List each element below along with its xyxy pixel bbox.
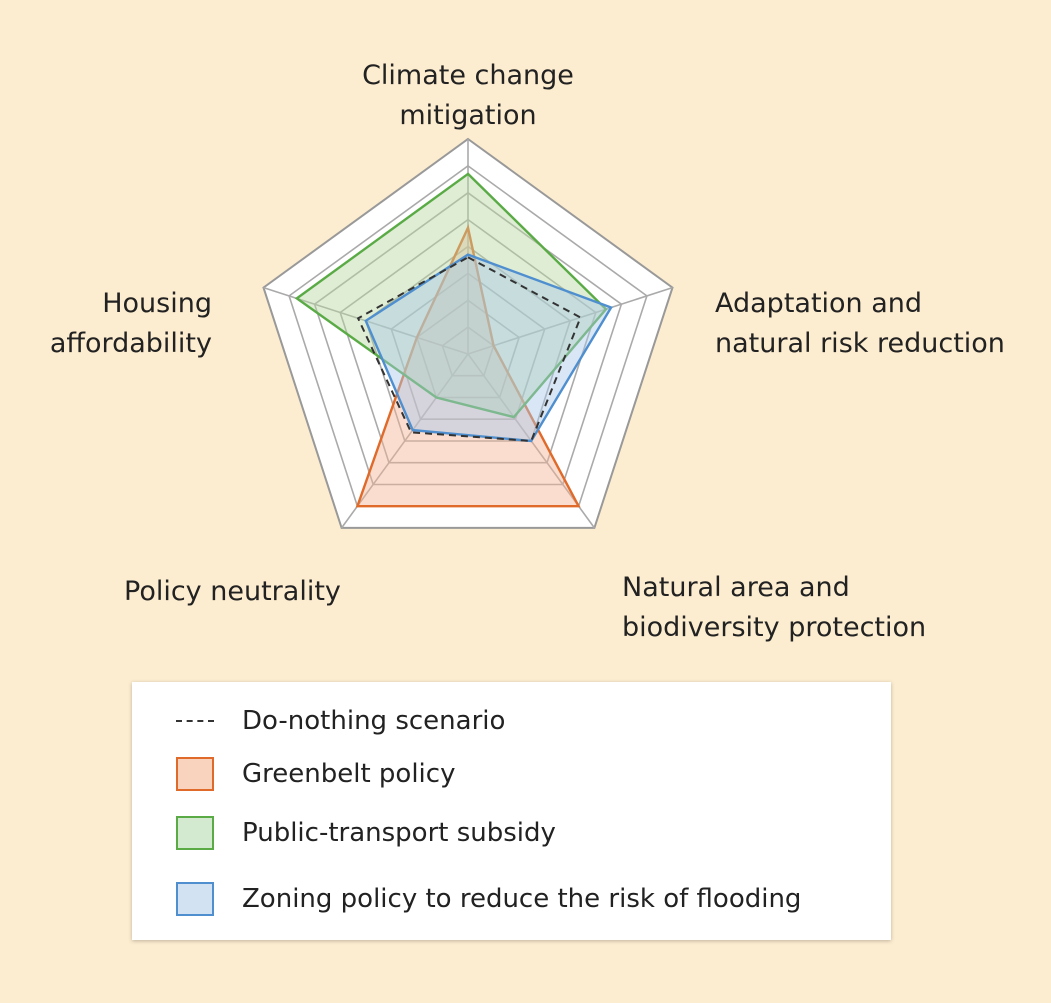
axis-spoke — [467, 286, 673, 355]
legend: Do-nothing scenario Greenbelt policy Pub… — [132, 682, 891, 940]
legend-label-zoning: Zoning policy to reduce the risk of floo… — [242, 884, 802, 914]
legend-dash-icon — [176, 704, 214, 738]
grid-ring — [313, 191, 623, 486]
grid-ring — [339, 218, 597, 464]
legend-swatch-zoning — [176, 882, 214, 916]
legend-swatch-greenbelt — [176, 757, 214, 791]
legend-label-greenbelt: Greenbelt policy — [242, 759, 456, 789]
legend-label-do-nothing: Do-nothing scenario — [242, 706, 506, 736]
radar-series — [294, 172, 613, 508]
grid-ring — [415, 299, 521, 399]
legend-label-transport: Public-transport subsidy — [242, 818, 556, 848]
legend-item-greenbelt: Greenbelt policy — [176, 757, 455, 791]
grid-ring — [390, 272, 546, 421]
series-greenbelt-policy — [355, 223, 581, 508]
legend-item-transport: Public-transport subsidy — [176, 816, 556, 850]
legend-item-zoning: Zoning policy to reduce the risk of floo… — [176, 882, 801, 916]
legend-item-do-nothing: Do-nothing scenario — [176, 704, 505, 738]
grid-ring — [441, 326, 495, 377]
radar-spokes — [263, 139, 673, 529]
label-policy-neutrality: Policy neutrality — [124, 576, 341, 607]
legend-swatch-transport — [176, 816, 214, 850]
series-public-transport-subsidy — [294, 172, 608, 419]
axis-spoke — [340, 353, 469, 529]
